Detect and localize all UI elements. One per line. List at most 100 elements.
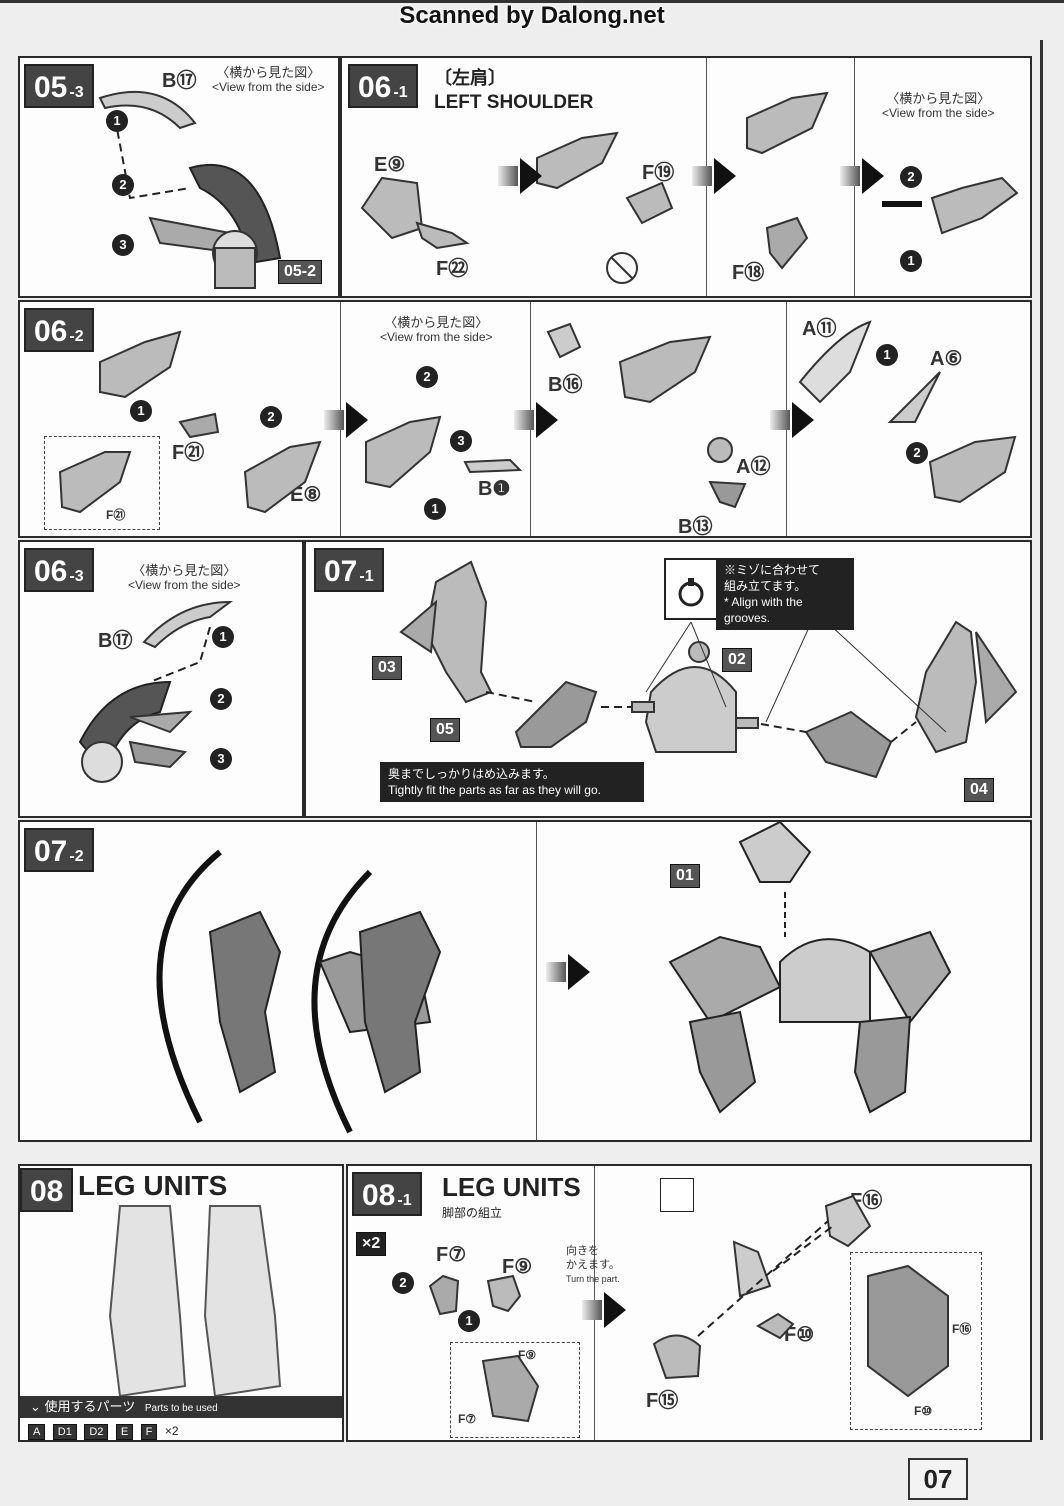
- step-number-2: 2: [906, 442, 928, 464]
- assembly-illustration: [98, 90, 282, 289]
- reference-badge-03: 03: [372, 656, 402, 680]
- part-label-f19: F⑲: [642, 162, 675, 184]
- turn-part-note: 向きをかえます。Turn the part.: [566, 1245, 620, 1284]
- next-step-arrow: [498, 158, 542, 194]
- step-number-1: 1: [900, 250, 922, 272]
- part-chip: A: [28, 1424, 46, 1440]
- part-label-b1: B❶: [478, 478, 511, 500]
- part-label-e9: E⑨: [374, 154, 406, 176]
- leg-units-illustration: [108, 1205, 282, 1398]
- step-number-2: 2: [210, 688, 232, 710]
- step-number-3: 3: [210, 748, 232, 770]
- step-06-3-panel: 06-3 〈横から見た図〉<View from the side> B⑰ 1 2…: [18, 540, 304, 818]
- part-label-f10-small: F⑩: [914, 1404, 933, 1418]
- detail-inset-box: [850, 1252, 982, 1430]
- part-label-f9-small: F⑨: [518, 1348, 537, 1362]
- side-view-caption: 〈横から見た図〉<View from the side>: [882, 91, 995, 121]
- part-chip: E: [115, 1424, 134, 1440]
- assembly-illustration: [360, 91, 1019, 284]
- turn-part-icon-frame: [660, 1178, 694, 1212]
- step-number-1: 1: [876, 344, 898, 366]
- groove-icon: [664, 558, 718, 620]
- step-07-1-panel: 07-1 03 02 05 04 ※ミゾに合わせて組み立てます。 * Align…: [304, 540, 1032, 818]
- part-label-f15: F⑮: [646, 1390, 679, 1412]
- parts-multiplier: ×2: [164, 1424, 179, 1438]
- part-chip: F: [140, 1424, 158, 1440]
- reference-badge-01: 01: [670, 864, 700, 888]
- divider: [536, 822, 537, 1140]
- step-number-2: 2: [416, 366, 438, 388]
- assembly-illustration: [58, 320, 1017, 514]
- parts-list: A D1 D2 E F ×2: [28, 1422, 179, 1440]
- part-chip: D2: [84, 1424, 109, 1440]
- step-badge: 06-3: [24, 548, 94, 592]
- part-label-b13: B⑬: [678, 516, 713, 538]
- part-label-f7-small: F⑦: [458, 1412, 477, 1426]
- section-title: LEG UNITS: [78, 1170, 228, 1201]
- reference-badge-05: 05: [430, 718, 460, 742]
- section-title-en: LEFT SHOULDER: [434, 92, 594, 113]
- step-badge: 08: [20, 1168, 74, 1212]
- step-number-1: 1: [424, 498, 446, 520]
- detail-inset-box: [44, 436, 160, 530]
- reference-badge-05-2: 05-2: [278, 260, 323, 284]
- tight-fit-note: 奥までしっかりはめ込みます。Tightly fit the parts as f…: [380, 762, 644, 802]
- side-view-caption: 〈横から見た図〉<View from the side>: [380, 315, 493, 345]
- next-step-arrow: [770, 402, 814, 438]
- section-title-en: LEG UNITS: [442, 1172, 581, 1202]
- part-label-b17: B⑰: [162, 70, 197, 92]
- part-label-f10: F⑩: [784, 1324, 815, 1346]
- part-label-b17: B⑰: [98, 630, 133, 652]
- part-label-a6: A⑥: [930, 348, 963, 370]
- step-badge: 07-2: [24, 828, 94, 872]
- part-label-b16: B⑯: [548, 374, 583, 396]
- step-badge: 06-1: [348, 64, 418, 108]
- step-number-2: 2: [900, 166, 922, 188]
- section-title-jp: 脚部の組立: [442, 1206, 503, 1220]
- page-number: 07: [908, 1458, 968, 1500]
- step-number-3: 3: [450, 430, 472, 452]
- step-05-3-panel: 05-3 B⑰ 〈横から見た図〉<View from the side> 1 2…: [18, 56, 340, 298]
- detail-inset-box: [450, 1342, 580, 1438]
- part-label-f21: F㉑: [172, 442, 205, 464]
- next-step-arrow: [840, 158, 884, 194]
- step-08-1-panel: 08-1 LEG UNITS 脚部の組立 ×2 F⑦ F⑨ F⑨ F⑦ 向きをか…: [346, 1164, 1032, 1442]
- right-side-rail: [1040, 40, 1043, 1440]
- step-number-2: 2: [392, 1272, 414, 1294]
- side-view-caption: 〈横から見た図〉<View from the side>: [128, 563, 241, 593]
- part-label-e8: E⑧: [290, 484, 322, 506]
- part-label-f16-small: F⑯: [952, 1322, 972, 1336]
- step-badge: 08-1: [352, 1172, 422, 1216]
- part-label-f9: F⑨: [502, 1256, 533, 1278]
- reference-badge-04: 04: [964, 778, 994, 802]
- part-label-f21-small: F㉑: [106, 508, 126, 522]
- assembly-illustration: [428, 1178, 949, 1423]
- section-title-jp: 〔左肩〕: [434, 68, 506, 88]
- multiplier-badge: ×2: [356, 1232, 387, 1256]
- top-rail: [0, 0, 1064, 3]
- step-badge: 05-3: [24, 64, 94, 108]
- step-08-panel: 08 LEG UNITS ⌄ 使用するパーツ Parts to be used …: [18, 1164, 344, 1442]
- watermark-text: Scanned by Dalong.net: [399, 2, 665, 29]
- chevron-down-icon: ⌄: [30, 1399, 45, 1414]
- step-number-3: 3: [112, 234, 134, 256]
- side-view-caption: 〈横から見た図〉<View from the side>: [212, 65, 325, 95]
- part-chip: D1: [52, 1424, 77, 1440]
- part-label-f7: F⑦: [436, 1244, 467, 1266]
- step-number-1: 1: [130, 400, 152, 422]
- part-label-f22: F㉒: [436, 258, 469, 280]
- step-number-1: 1: [212, 626, 234, 648]
- next-step-arrow: [582, 1292, 626, 1328]
- part-label-a11: A⑪: [802, 318, 837, 340]
- reference-badge-02: 02: [722, 648, 752, 672]
- assembly-illustration: [399, 560, 1018, 779]
- step-06-1-panel: 06-1 〔左肩〕 LEFT SHOULDER E⑨ F㉒ F⑲ F⑱ 〈横から…: [340, 56, 1032, 298]
- assembly-illustration: [78, 600, 234, 783]
- step-badge: 06-2: [24, 308, 94, 352]
- step-badge: 07-1: [314, 548, 384, 592]
- step-07-2-panel: 07-2 01: [18, 820, 1032, 1142]
- step-number-1: 1: [106, 110, 128, 132]
- step-number-2: 2: [112, 174, 134, 196]
- step-06-2-panel: 06-2 〈横から見た図〉<View from the side> F㉑ F㉑ …: [18, 300, 1032, 538]
